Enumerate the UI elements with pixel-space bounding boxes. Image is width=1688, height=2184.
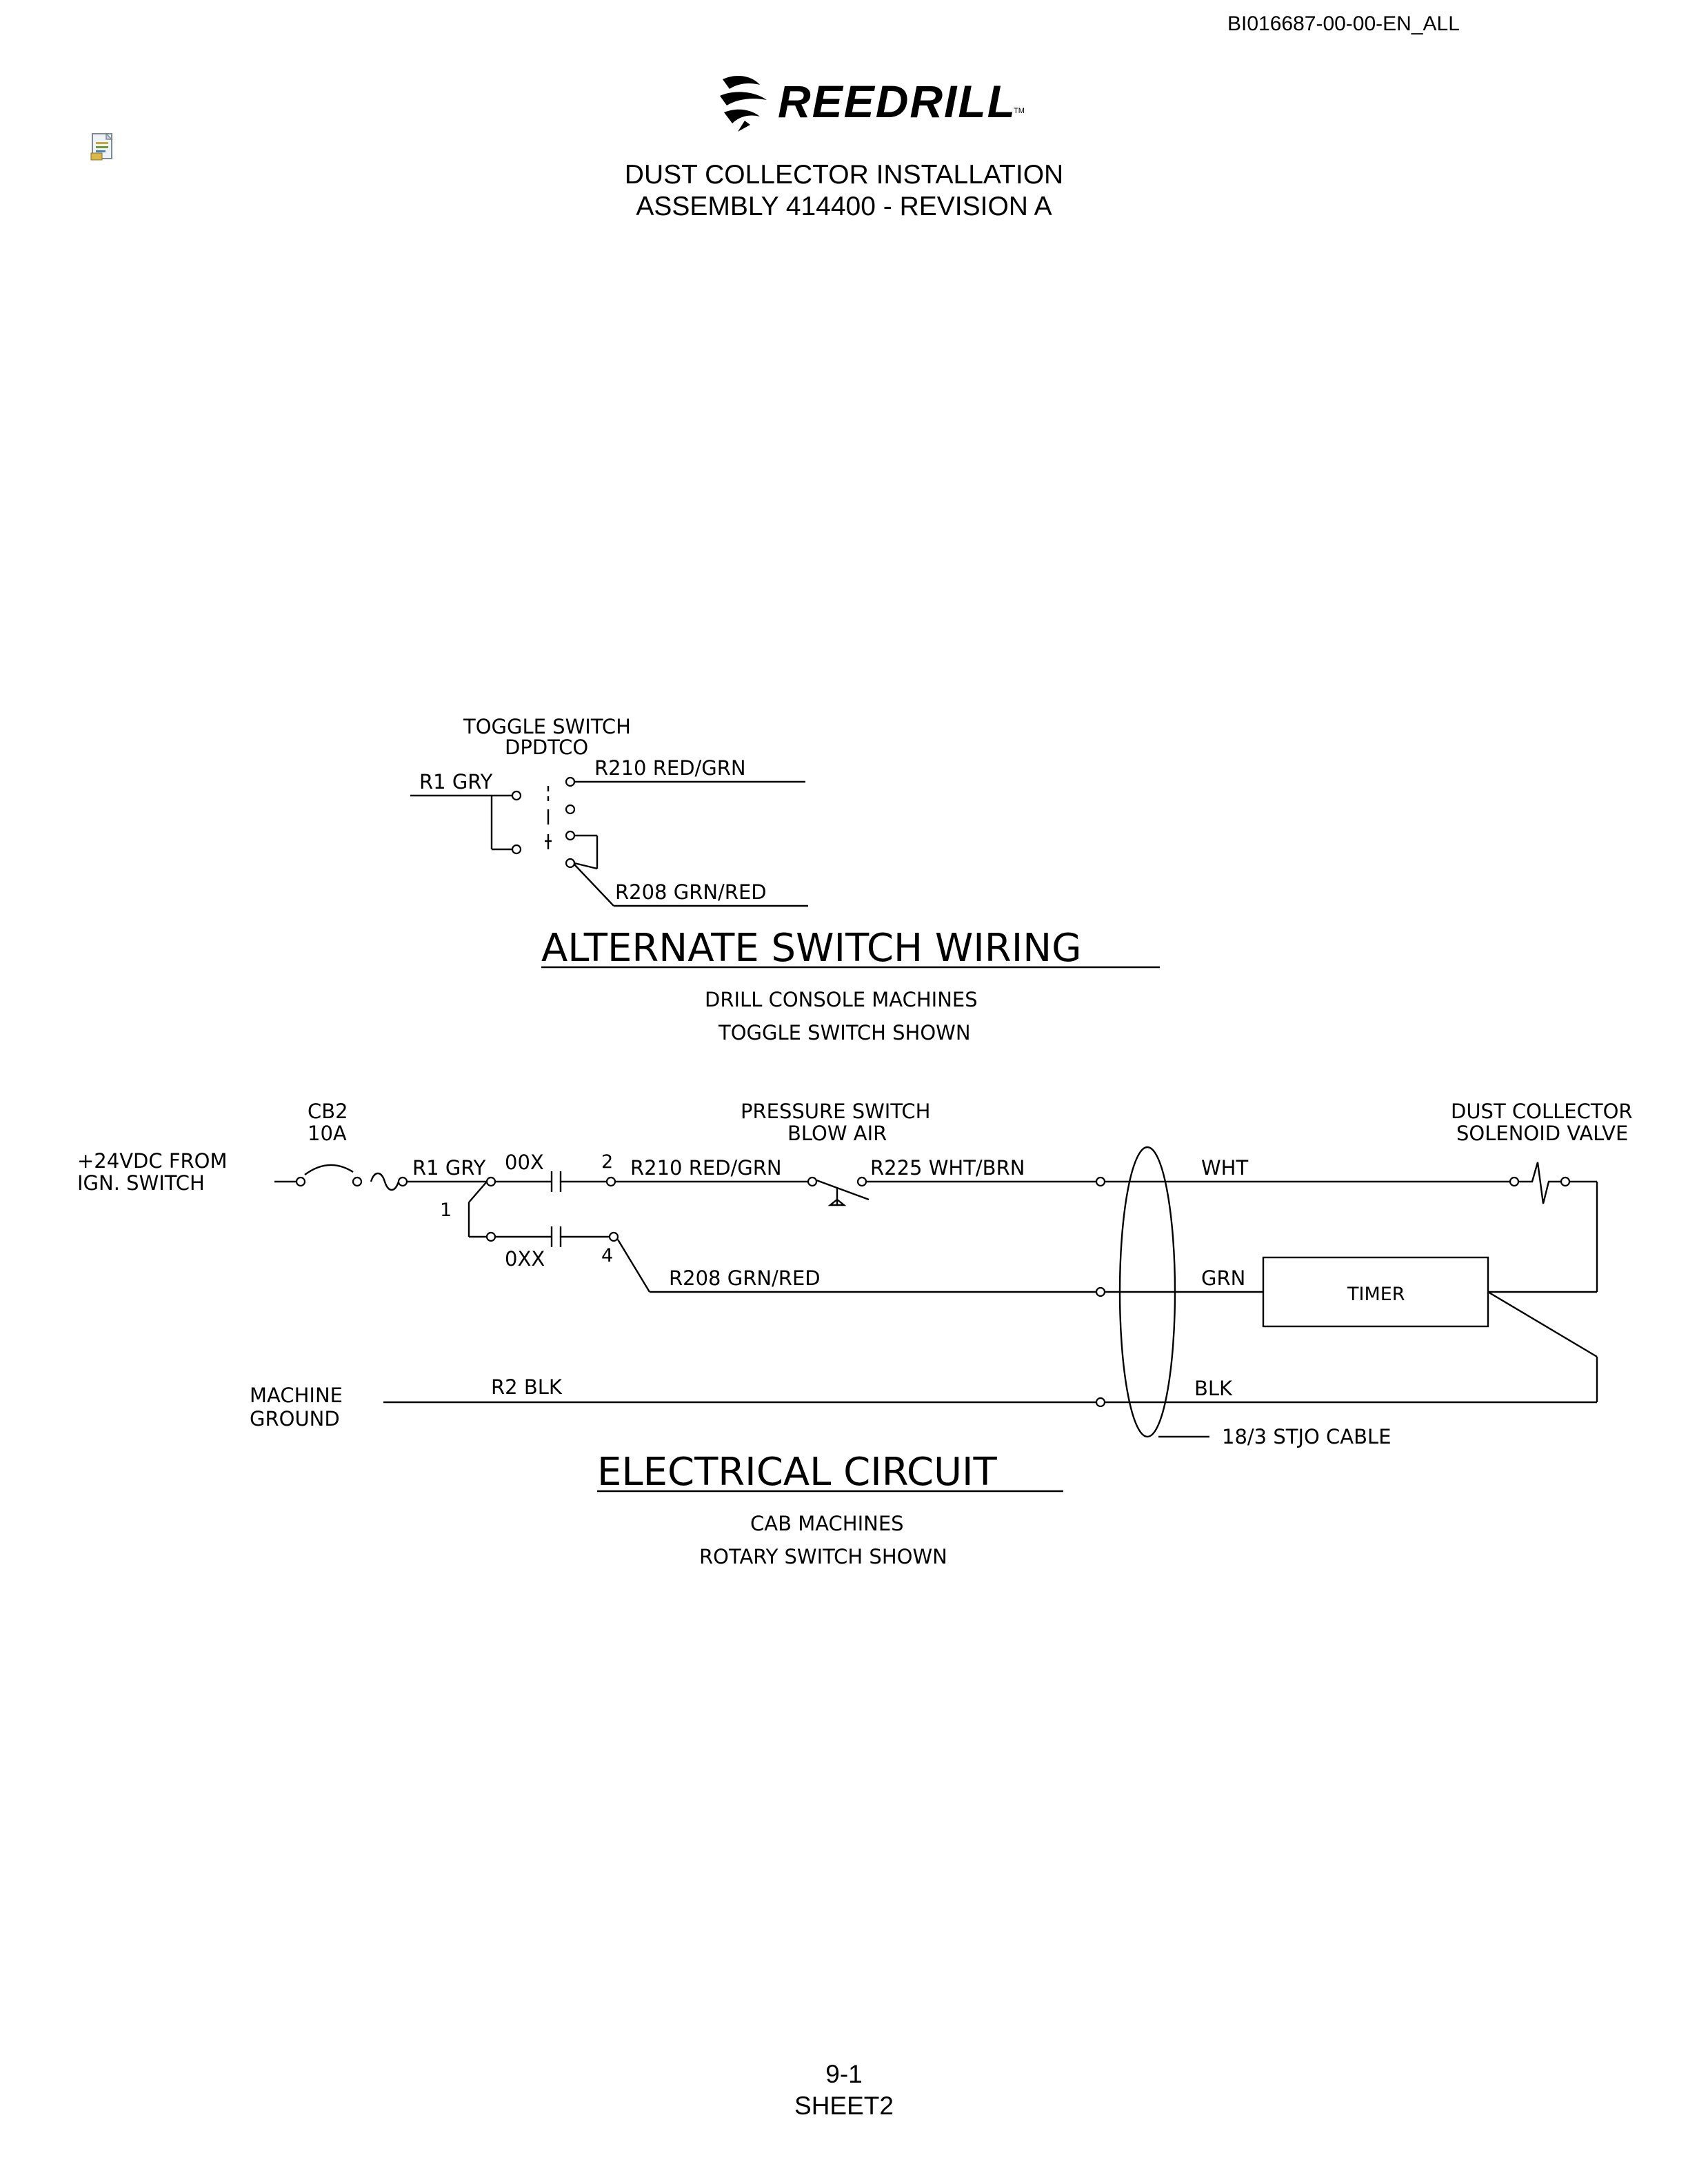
- brand-trademark: TM: [1014, 107, 1025, 115]
- electrical-circuit-terminals: [295, 1176, 1571, 1408]
- alternate-wiring-sub-2: TOGGLE SWITCH SHOWN: [718, 1021, 971, 1044]
- wire-blk-label: BLK: [1194, 1377, 1233, 1400]
- brand-logo: REEDRILL TM: [717, 72, 1025, 134]
- toggle-switch-type: DPDTCO: [505, 736, 588, 759]
- wire-r1-label: R1 GRY: [412, 1156, 486, 1180]
- circuit-breaker-label: CB2: [308, 1100, 348, 1123]
- brand-name: REEDRILL: [778, 76, 1016, 127]
- electrical-circuit-sub-1: CAB MACHINES: [750, 1512, 904, 1535]
- electrical-circuit-lines: [274, 1146, 1598, 1438]
- electrical-circuit-sub-2: ROTARY SWITCH SHOWN: [699, 1545, 947, 1568]
- solenoid-valve-label-1: DUST COLLECTOR: [1451, 1100, 1633, 1123]
- contact-00x-label: 00X: [505, 1151, 544, 1174]
- alternate-wiring-sub-1: DRILL CONSOLE MACHINES: [705, 988, 978, 1011]
- cable-label: 18/3 STJO CABLE: [1222, 1425, 1391, 1448]
- wire-r210-label: R210 RED/GRN: [630, 1156, 782, 1180]
- alternate-wiring-terminals: [511, 776, 576, 869]
- electrical-circuit-heading: ELECTRICAL CIRCUIT: [597, 1450, 997, 1495]
- wire-grn-label: GRN: [1201, 1266, 1245, 1290]
- terminal-1-label: 1: [440, 1200, 452, 1221]
- terminal-2-label: 2: [601, 1151, 613, 1173]
- wire-r2-label: R2 BLK: [491, 1375, 563, 1399]
- drill-bit-logo-icon: [720, 75, 767, 132]
- power-source-label-2: IGN. SWITCH: [77, 1171, 205, 1195]
- wire-r208-label: R208 GRN/RED: [669, 1266, 821, 1290]
- alt-wire-r210-label: R210 RED/GRN: [594, 756, 746, 780]
- contact-0xx-label: 0XX: [505, 1247, 545, 1271]
- attachment-icon[interactable]: [90, 132, 117, 163]
- circuit-breaker-rating: 10A: [308, 1122, 347, 1145]
- wire-r225-label: R225 WHT/BRN: [870, 1156, 1025, 1180]
- document-title-line-2: ASSEMBLY 414400 - REVISION A: [636, 192, 1052, 221]
- power-source-label-1: +24VDC FROM: [77, 1149, 228, 1173]
- timer-label: TIMER: [1347, 1284, 1405, 1305]
- pressure-switch-label-1: PRESSURE SWITCH: [741, 1100, 930, 1123]
- alt-wire-r1-label: R1 GRY: [419, 770, 493, 793]
- pressure-switch-label-2: BLOW AIR: [787, 1122, 887, 1145]
- document-title-line-1: DUST COLLECTOR INSTALLATION: [624, 160, 1064, 190]
- machine-ground-label-2: GROUND: [250, 1407, 340, 1430]
- page-number: 9-1: [825, 2060, 863, 2088]
- document-id: BI016687-00-00-EN_ALL: [1227, 12, 1460, 35]
- wire-wht-label: WHT: [1201, 1156, 1248, 1180]
- solenoid-valve-label-2: SOLENOID VALVE: [1456, 1122, 1628, 1145]
- sheet-label: SHEET2: [794, 2092, 894, 2120]
- terminal-4-label: 4: [601, 1245, 613, 1266]
- toggle-switch-label: TOGGLE SWITCH: [463, 715, 631, 738]
- machine-ground-label-1: MACHINE: [250, 1384, 343, 1407]
- alt-wire-r208-label: R208 GRN/RED: [615, 880, 767, 904]
- alternate-wiring-lines: [410, 780, 808, 907]
- alternate-wiring-heading: ALTERNATE SWITCH WIRING: [541, 926, 1082, 971]
